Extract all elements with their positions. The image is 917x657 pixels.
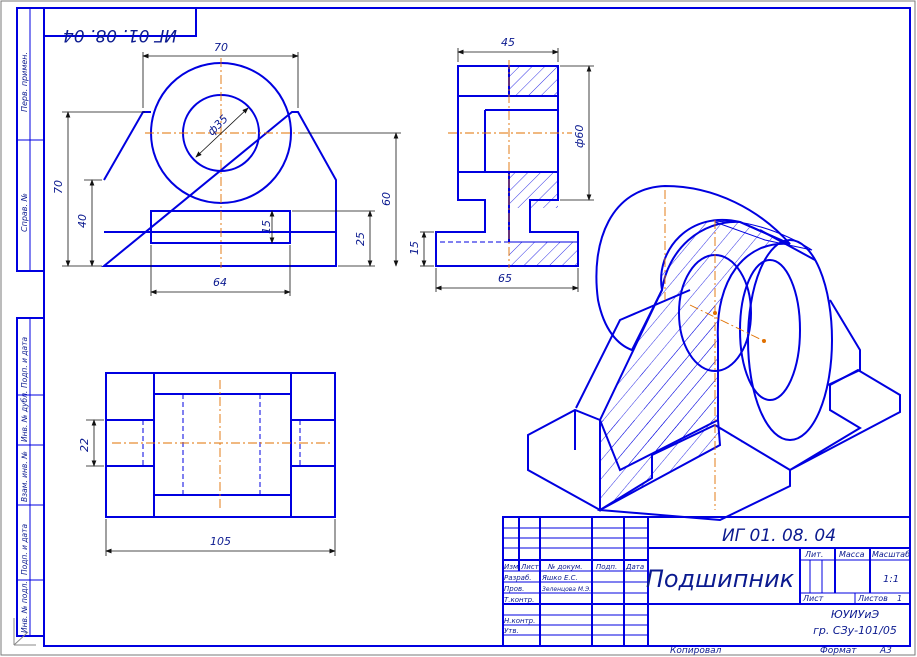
stamp-perv-primen: Перв. примен.: [20, 52, 29, 112]
header-sheets: Листов: [857, 594, 888, 603]
mirrored-designation-box: ИГ 01. 08. 04: [43, 7, 197, 45]
sheets-value: 1: [897, 594, 902, 603]
dim-side-diameter: ф60: [573, 125, 586, 148]
stamp-podp-data-2: Подп. и дата: [20, 524, 29, 575]
stamp-inv-podl: Инв. № подл.: [20, 581, 29, 633]
title-block: ИГ 01. 08. 04 Подшипник Изм. Лист № доку…: [502, 516, 911, 647]
dim-bore-diameter: ф35: [205, 112, 231, 138]
side-stamp-column: Перв. примен. Справ. № Подп. и дата Инв.…: [16, 7, 45, 637]
dim-top-depth: 22: [78, 438, 91, 452]
scale-value: 1:1: [883, 574, 899, 585]
format-label: Формат: [820, 646, 857, 656]
dim-height-60: 60: [380, 192, 393, 206]
dim-side-base-height: 15: [408, 241, 421, 255]
format-value: А3: [879, 646, 892, 656]
dim-side-width: 45: [501, 36, 515, 49]
name-checker: Зеленцова М.Э.: [542, 586, 591, 593]
role-norm: Н.контр.: [504, 617, 535, 625]
organization: ЮУИУиЭ: [831, 608, 880, 621]
dim-base-width: 64: [213, 276, 227, 289]
stamp-sprav: Справ. №: [20, 193, 29, 232]
role-approved: Утв.: [504, 627, 519, 635]
role-developed: Разраб.: [504, 574, 532, 582]
isometric-view: [527, 184, 901, 522]
header-izm: Изм.: [504, 563, 520, 571]
header-sign: Подп.: [596, 563, 617, 571]
group: гр. СЗу-101/05: [813, 624, 897, 637]
designation: ИГ 01. 08. 04: [722, 526, 836, 546]
copied-label: Копировал: [670, 646, 722, 656]
stamp-podp-data-1: Подп. и дата: [20, 337, 29, 388]
dim-front-width: 70: [214, 41, 228, 54]
side-view: 45 ф60 15 65: [408, 36, 594, 292]
mirrored-designation: ИГ 01. 08. 04: [63, 25, 177, 45]
dim-height-25: 25: [354, 232, 367, 246]
header-date: Дата: [625, 563, 644, 571]
header-doc: № докум.: [547, 563, 583, 571]
dim-side-base-width: 65: [498, 272, 512, 285]
name-developer: Яшко Е.С.: [541, 574, 578, 582]
dim-front-height-total: 70: [52, 180, 65, 194]
axis-glyph-icon: [13, 618, 36, 646]
dim-front-height-40: 40: [76, 214, 89, 228]
header-mass: Масса: [839, 550, 865, 559]
header-scale: Масштаб: [872, 550, 910, 559]
header-sheet: Лист: [802, 594, 824, 603]
stamp-vzam-inv: Взам. инв. №: [20, 451, 29, 502]
drawing-frame: [43, 7, 911, 647]
dim-top-width: 105: [210, 535, 231, 548]
header-list: Лист: [520, 563, 540, 571]
part-name: Подшипник: [646, 565, 795, 593]
header-lit: Лит.: [804, 550, 823, 559]
role-tech: Т.контр.: [504, 596, 534, 604]
top-view: 22 105: [78, 372, 336, 556]
stamp-inv-dubl: Инв. № дубл.: [20, 391, 29, 442]
role-checked: Пров.: [504, 585, 524, 593]
front-view: ф35 70 70 40 64 15 25 60: [52, 41, 401, 296]
dim-slot-height: 15: [260, 220, 273, 234]
